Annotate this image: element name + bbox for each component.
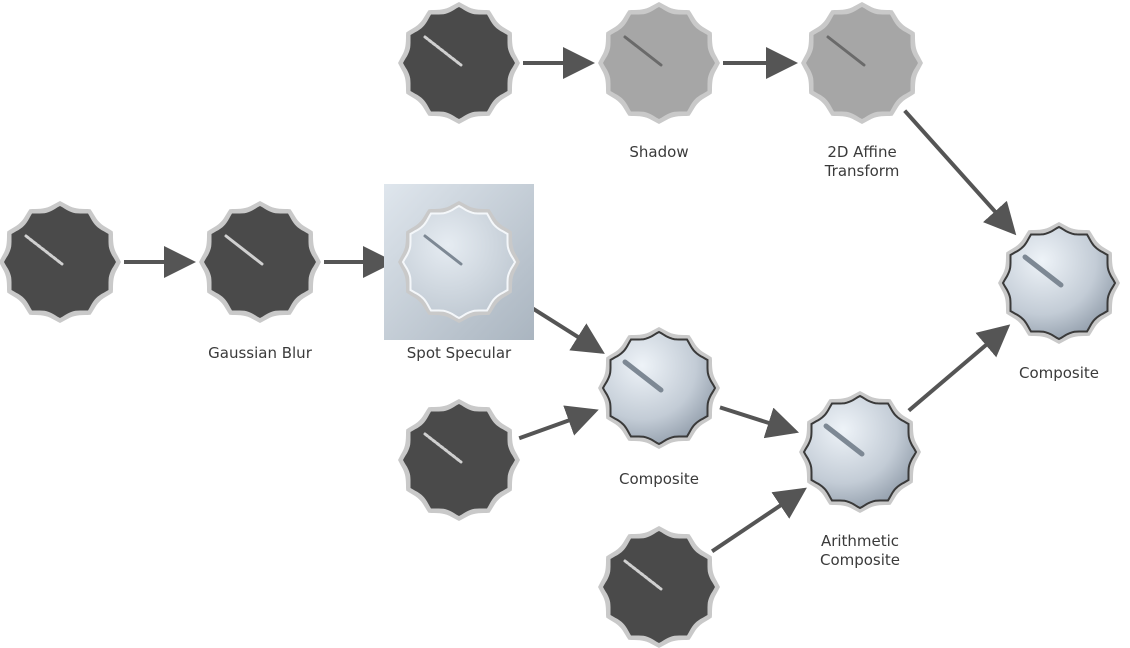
label-blur: Gaussian Blur — [208, 344, 312, 362]
node-src-top[interactable] — [398, 2, 520, 124]
edge-arithmetic-to-composite2 — [907, 324, 1011, 413]
node-affine[interactable] — [801, 2, 923, 124]
node-src-bottom[interactable] — [598, 526, 720, 648]
node-src-mid[interactable] — [398, 399, 520, 521]
node-arithmetic[interactable] — [799, 391, 921, 513]
node-indicator-icon — [423, 35, 463, 67]
node-composite2[interactable] — [998, 222, 1120, 344]
node-blur[interactable] — [199, 201, 321, 323]
node-indicator-icon — [623, 559, 663, 591]
node-indicator-icon — [826, 35, 866, 67]
node-indicator-icon — [823, 423, 865, 457]
edge-composite1-to-arithmetic — [719, 405, 800, 439]
edge-affine-to-composite2 — [903, 109, 1017, 236]
node-src-left[interactable] — [0, 201, 121, 323]
node-indicator-icon — [622, 359, 664, 393]
node-indicator-icon — [423, 234, 463, 266]
label-composite2: Composite — [1018, 364, 1100, 382]
node-shadow[interactable] — [598, 2, 720, 124]
edge-src-bottom-to-arithmetic — [710, 487, 807, 553]
node-indicator-icon — [24, 234, 64, 266]
node-indicator-icon — [224, 234, 264, 266]
edge-src-mid-to-composite1 — [518, 405, 599, 441]
label-shadow: Shadow — [629, 143, 689, 161]
label-specular: Spot Specular — [406, 344, 512, 362]
node-composite1[interactable] — [598, 327, 720, 449]
node-indicator-icon — [423, 432, 463, 464]
node-specular[interactable] — [384, 184, 534, 340]
label-composite1: Composite — [618, 470, 700, 488]
node-indicator-icon — [623, 35, 663, 67]
node-indicator-icon — [1022, 254, 1064, 288]
